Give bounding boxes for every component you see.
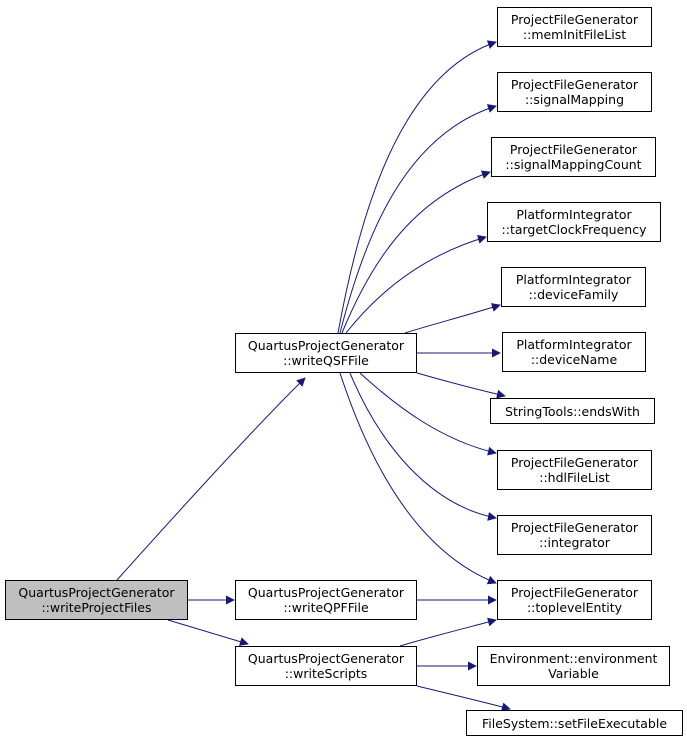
node-toplevelEntity[interactable]: ProjectFileGenerator::toplevelEntity [497, 580, 652, 620]
edge-writeQSFFile-to-deviceFamily [404, 303, 501, 334]
node-label-line: ::writeProjectFiles [41, 600, 152, 615]
node-writeQPFFile[interactable]: QuartusProjectGenerator::writeQPFFile [235, 580, 417, 620]
node-label-line: ::toplevelEntity [526, 600, 623, 615]
node-label-line: StringTools::endsWith [505, 403, 640, 419]
node-deviceFamily[interactable]: PlatformIntegrator::deviceFamily [501, 267, 646, 307]
edge-writeQSFFile-to-endsWith [416, 372, 506, 399]
edge-writeScripts-to-setFileExecutable [416, 685, 511, 712]
edge-writeScripts-to-toplevelEntity [399, 617, 497, 647]
node-label-line: Environment::environment [489, 651, 658, 666]
node-deviceName[interactable]: PlatformIntegrator::deviceName [502, 332, 646, 372]
node-signalMappingCount[interactable]: ProjectFileGenerator::signalMappingCount [491, 137, 656, 177]
node-label-line: PlatformIntegrator [516, 207, 632, 222]
node-label-line: Variable [548, 666, 599, 681]
node-label-line: PlatformIntegrator [515, 272, 632, 287]
node-memInitFileList[interactable]: ProjectFileGenerator::memInitFileList [497, 7, 652, 47]
node-setFileExecutable[interactable]: FileSystem::setFileExecutable [466, 710, 683, 736]
node-label-line: ::writeQSFFile [283, 353, 369, 368]
edge-writeQSFFile-to-integrator [349, 372, 497, 521]
node-label-line: ::deviceName [530, 352, 618, 367]
node-label-line: ::deviceFamily [528, 287, 619, 302]
node-label-line: QuartusProjectGenerator [247, 585, 405, 600]
node-targetClockFrequency[interactable]: PlatformIntegrator::targetClockFrequency [487, 202, 661, 242]
node-writeScripts[interactable]: QuartusProjectGenerator::writeScripts [235, 646, 417, 686]
edge-writeQSFFile-to-signalMapping [339, 104, 497, 334]
node-label-line: QuartusProjectGenerator [18, 585, 175, 600]
edge-writeQSFFile-to-targetClockFrequency [345, 234, 487, 334]
node-label-line: ProjectFileGenerator [510, 12, 639, 27]
node-label-line: ::targetClockFrequency [501, 222, 647, 237]
node-writeQSFFile[interactable]: QuartusProjectGenerator::writeQSFFile [235, 333, 417, 373]
node-label-line: ::writeScripts [284, 666, 368, 681]
edge-writeQSFFile-to-hdlFileList [359, 372, 497, 456]
node-label-line: ::signalMapping [524, 92, 625, 107]
node-label-line: QuartusProjectGenerator [247, 651, 405, 666]
edge-writeQSFFile-to-toplevelEntity [339, 372, 497, 585]
node-endsWith[interactable]: StringTools::endsWith [490, 398, 655, 424]
node-label-line: PlatformIntegrator [516, 337, 632, 352]
node-label-line: ProjectFileGenerator [510, 455, 639, 470]
edge-writeQSFFile-to-memInitFileList [337, 40, 497, 334]
node-label-line: ::integrator [539, 535, 610, 550]
node-writeProjectFiles: QuartusProjectGenerator::writeProjectFil… [5, 580, 188, 620]
node-label-line: ProjectFileGenerator [509, 142, 638, 157]
node-label-line: QuartusProjectGenerator [247, 338, 405, 353]
node-label-line: ::signalMappingCount [505, 157, 642, 172]
edge-layer [116, 40, 511, 712]
edge-writeProjectFiles-to-writeQSFFile [116, 377, 306, 581]
edge-writeProjectFiles-to-writeScripts [167, 619, 249, 646]
node-hdlFileList[interactable]: ProjectFileGenerator::hdlFileList [497, 450, 652, 490]
node-label-line: ProjectFileGenerator [510, 77, 639, 92]
node-label-line: ::memInitFileList [522, 27, 627, 42]
node-label-line: FileSystem::setFileExecutable [481, 715, 668, 731]
node-label-line: ::hdlFileList [539, 470, 610, 485]
node-label-line: ProjectFileGenerator [510, 585, 639, 600]
node-label-line: ProjectFileGenerator [510, 520, 639, 535]
node-integrator[interactable]: ProjectFileGenerator::integrator [497, 515, 652, 555]
edge-writeQSFFile-to-signalMappingCount [341, 170, 491, 334]
node-signalMapping[interactable]: ProjectFileGenerator::signalMapping [497, 72, 652, 112]
node-label-line: ::writeQPFFile [283, 600, 369, 615]
